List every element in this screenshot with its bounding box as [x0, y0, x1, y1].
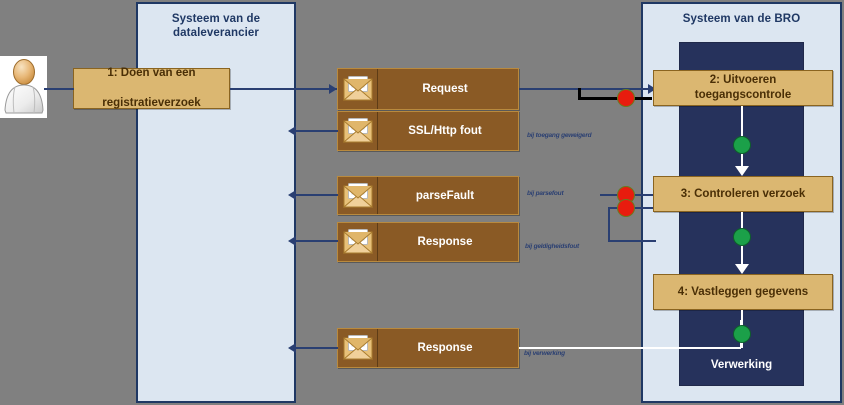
decision-dot-geldigheidsfout	[617, 199, 635, 217]
decision-dot-toegang-geweigerd	[617, 89, 635, 107]
process-step-4[interactable]: 4: Vastleggen gegevens	[653, 274, 833, 310]
connector-actor-to-step1	[44, 88, 74, 90]
lane-dataleverancier-title: Systeem van de dataleverancier	[138, 12, 294, 40]
process-step-2[interactable]: 2: Uitvoeren toegangscontrole	[653, 70, 833, 106]
condition-label-parsefout: bij parsefout	[527, 190, 564, 197]
process-step-3-label: 3: Controleren verzoek	[680, 187, 806, 200]
process-step-1-line1: 1: Doen van een	[107, 67, 196, 79]
condition-label-toegang-geweigerd: bij toegang geweigerd	[527, 132, 592, 139]
process-step-1-line2: registratieverzoek	[102, 97, 201, 109]
connector-ssl-http-fout-to-supplier	[296, 130, 338, 132]
connector-request-to-step2	[519, 88, 656, 90]
condition-label-geldigheidsfout: bij geldigheidsfout	[525, 243, 579, 250]
process-step-3[interactable]: 3: Controleren verzoek	[653, 176, 833, 212]
branch-geldigheidsfout-horizontal	[608, 240, 656, 242]
arrow-request-to-step2	[648, 84, 656, 94]
process-step-1[interactable]: 1: Doen van een registratieverzoek	[73, 66, 230, 111]
arrow-ssl-http-fout-to-supplier	[288, 126, 296, 136]
branch-toegang-geweigerd-horizontal	[578, 97, 652, 100]
lane-dataleverancier-title-line2: dataleverancier	[173, 27, 259, 39]
branch-toegang-geweigerd-vertical	[578, 88, 581, 100]
condition-label-verwerking: bij verwerking	[524, 350, 565, 357]
message-response-geldigheidsfout[interactable]: Response	[337, 222, 519, 262]
message-parsefault[interactable]: parseFault	[337, 176, 519, 215]
connector-parsefault-to-supplier	[296, 194, 338, 196]
connector-response-verwerking-to-supplier	[296, 347, 338, 349]
flow-dot-step2-step3	[733, 136, 751, 154]
process-step-1-label: 1: Doen van een registratieverzoek	[90, 66, 212, 111]
envelope-icon	[338, 177, 378, 214]
user-actor-icon	[2, 58, 46, 116]
flow-dot-step3-step4	[733, 228, 751, 246]
connector-response-geldigheidsfout-to-supplier	[296, 240, 338, 242]
arrow-response-verwerking-to-supplier	[288, 343, 296, 353]
flow-dot-step4-verwerking	[733, 325, 751, 343]
process-step-4-label: 4: Vastleggen gegevens	[677, 285, 809, 298]
envelope-icon	[338, 329, 378, 367]
envelope-icon	[338, 69, 378, 109]
lane-bro-title: Systeem van de BRO	[682, 13, 801, 25]
arrow-response-geldigheidsfout-to-supplier	[288, 236, 296, 246]
process-step-2-label: 2: Uitvoeren toegangscontrole	[694, 74, 792, 101]
arrow-step1-to-request	[329, 84, 337, 94]
message-parsefault-label: parseFault	[415, 189, 475, 202]
message-request[interactable]: Request	[337, 68, 519, 110]
message-ssl-http-fout-label: SSL/Http fout	[408, 125, 482, 137]
connector-verwerking-return-horizontal	[519, 347, 741, 349]
branch-geldigheidsfout-vertical	[608, 207, 610, 241]
envelope-icon	[338, 223, 378, 261]
flow-arrow-step3-step4	[735, 264, 749, 274]
arrow-parsefault-to-supplier	[288, 190, 296, 200]
verwerking-label: Verwerking	[710, 359, 773, 371]
connector-step1-to-request	[230, 88, 337, 90]
lane-dataleverancier: Systeem van de dataleverancier	[136, 2, 296, 403]
message-ssl-http-fout[interactable]: SSL/Http fout	[337, 111, 519, 151]
lane-dataleverancier-title-line1: Systeem van de	[171, 13, 261, 25]
flow-arrow-step2-step3	[735, 166, 749, 176]
message-response-verwerking-label: Response	[417, 342, 473, 354]
message-request-label: Request	[422, 83, 468, 95]
message-response-geldigheidsfout-label: Response	[417, 236, 473, 248]
envelope-icon	[338, 112, 378, 150]
message-response-verwerking[interactable]: Response	[337, 328, 519, 368]
